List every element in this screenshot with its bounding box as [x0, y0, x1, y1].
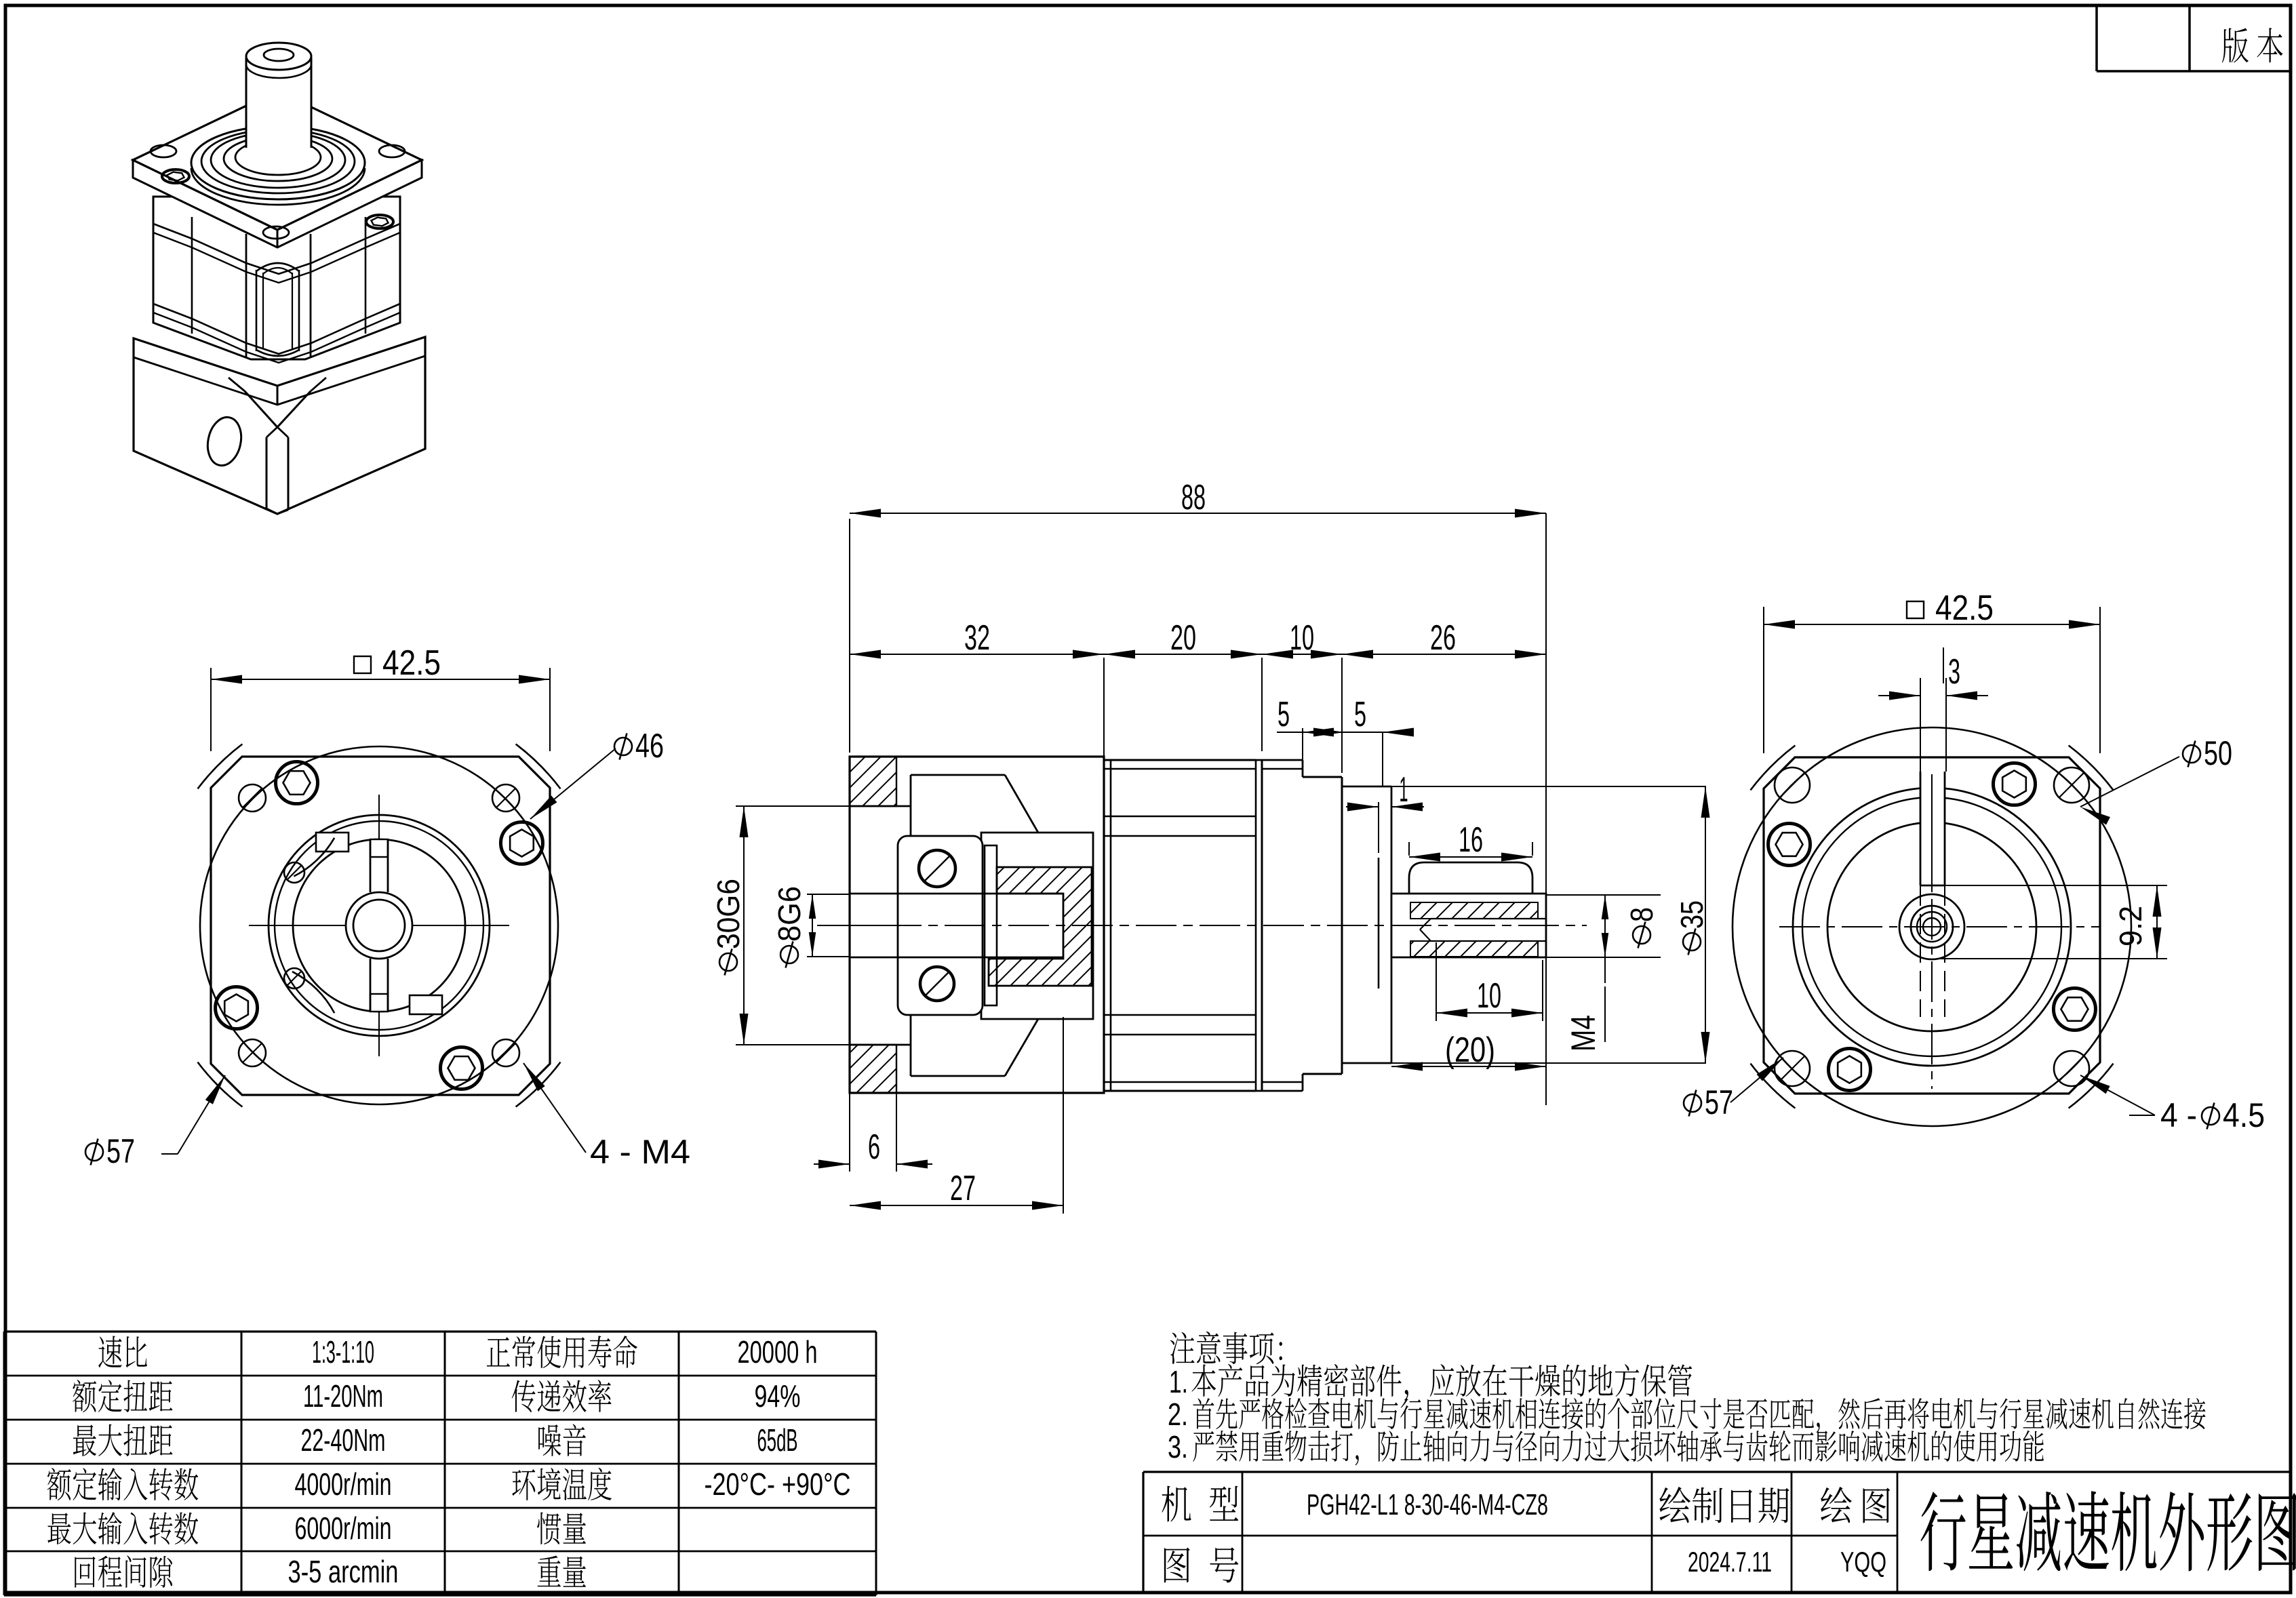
svg-text:-20°C- +90°C: -20°C- +90°C: [705, 1466, 851, 1502]
svg-text:4000r/min: 4000r/min: [295, 1466, 392, 1502]
svg-text:10: 10: [1477, 976, 1501, 1016]
svg-text:3: 3: [1948, 652, 1960, 692]
svg-text:57: 57: [106, 1132, 135, 1170]
svg-text:2.: 2.: [1168, 1397, 1188, 1432]
svg-text:YQQ: YQQ: [1840, 1546, 1886, 1578]
svg-text:94%: 94%: [755, 1378, 801, 1414]
svg-text:3.: 3.: [1168, 1429, 1188, 1464]
svg-text:1:3-1:10: 1:3-1:10: [312, 1334, 374, 1370]
svg-text:3-5 arcmin: 3-5 arcmin: [288, 1554, 399, 1589]
svg-text:10: 10: [1290, 618, 1314, 658]
svg-text:5: 5: [1278, 695, 1290, 734]
svg-text:1: 1: [1400, 770, 1408, 810]
svg-text:M4: M4: [1564, 1015, 1602, 1052]
svg-text:20000 h: 20000 h: [738, 1334, 818, 1370]
svg-text:6: 6: [868, 1127, 880, 1167]
svg-text:35: 35: [1674, 900, 1709, 929]
svg-text:65dB: 65dB: [757, 1422, 798, 1458]
svg-text:22-40Nm: 22-40Nm: [301, 1422, 386, 1458]
svg-text:57: 57: [1705, 1083, 1733, 1121]
svg-text:50: 50: [2204, 734, 2232, 772]
svg-text:4 - M4: 4 - M4: [590, 1133, 690, 1171]
svg-text:2024.7.11: 2024.7.11: [1688, 1546, 1772, 1578]
svg-text:32: 32: [964, 618, 990, 658]
svg-text:(20): (20): [1445, 1031, 1495, 1070]
svg-text:16: 16: [1459, 820, 1483, 860]
svg-text:9.2: 9.2: [2113, 906, 2148, 946]
svg-text:1.: 1.: [1169, 1364, 1188, 1399]
svg-text:4.5: 4.5: [2223, 1096, 2265, 1134]
svg-text:6000r/min: 6000r/min: [295, 1511, 392, 1546]
svg-text:PGH42-L1 8-30-46-M4-CZ8: PGH42-L1 8-30-46-M4-CZ8: [1307, 1488, 1548, 1521]
svg-text:8G6: 8G6: [772, 886, 807, 942]
svg-text:26: 26: [1430, 618, 1456, 658]
svg-text:11-20Nm: 11-20Nm: [303, 1378, 383, 1414]
svg-text:5: 5: [1354, 695, 1366, 734]
svg-text:8: 8: [1624, 907, 1659, 922]
svg-text:42.5: 42.5: [382, 643, 441, 683]
svg-text:88: 88: [1181, 478, 1206, 517]
svg-text:42.5: 42.5: [1935, 588, 1994, 628]
svg-text:46: 46: [635, 727, 664, 765]
svg-text:4 -: 4 -: [2160, 1096, 2197, 1134]
svg-text:27: 27: [950, 1169, 976, 1208]
svg-text:30G6: 30G6: [711, 879, 746, 949]
svg-text:20: 20: [1170, 618, 1196, 658]
